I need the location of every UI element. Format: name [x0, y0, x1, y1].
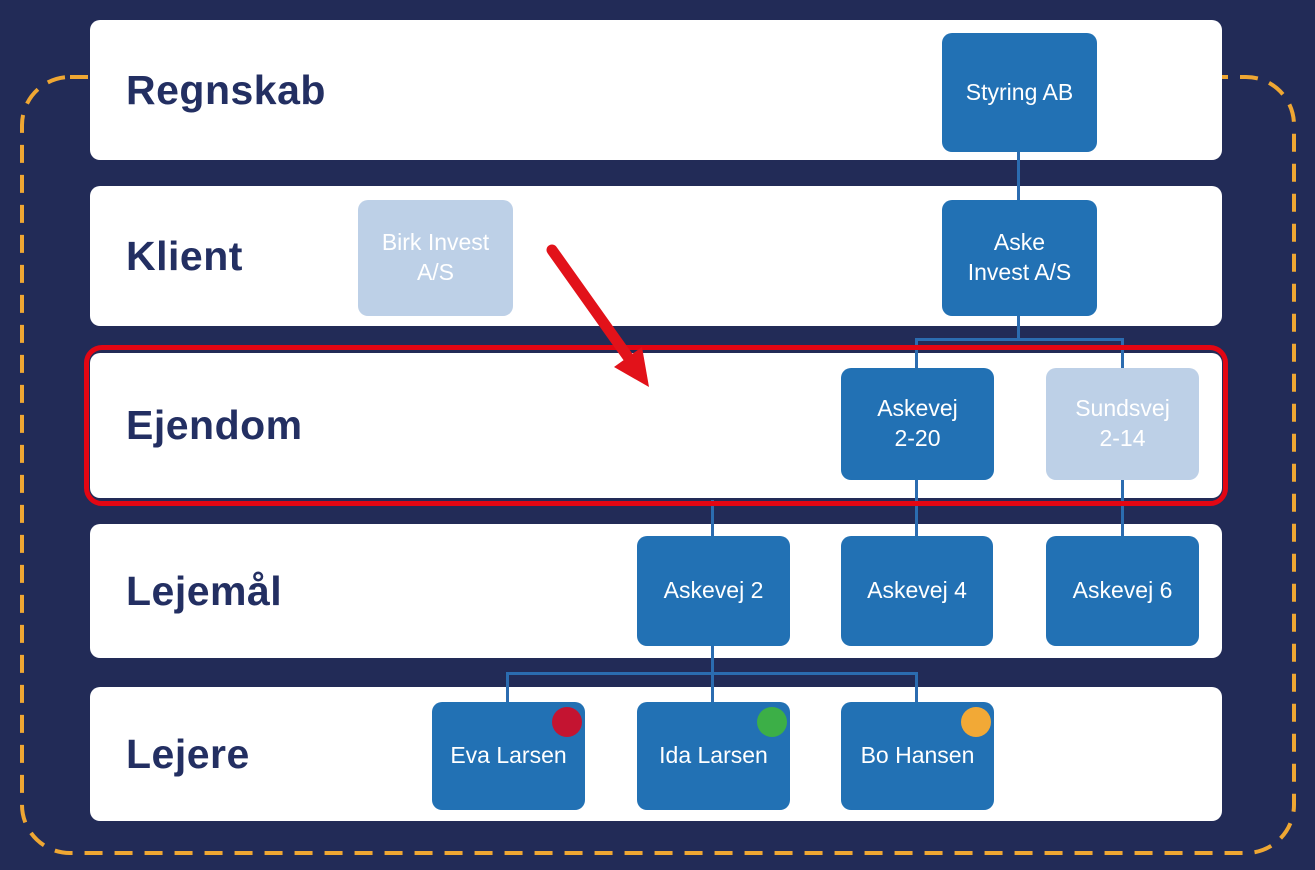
- connector-line: [915, 672, 918, 704]
- node-askevej-6: Askevej 6: [1046, 536, 1199, 646]
- row-label: Lejemål: [126, 567, 283, 614]
- node-askevej-2-20: Askevej 2-20: [841, 368, 994, 480]
- status-dot: [961, 707, 991, 737]
- connector-line: [711, 672, 714, 704]
- connector-line: [711, 643, 714, 675]
- node-eva-larsen: Eva Larsen: [432, 702, 585, 810]
- node-label: Eva Larsen: [450, 742, 567, 769]
- node-label: Styring AB: [965, 78, 1074, 105]
- node-askevej-4: Askevej 4: [841, 536, 993, 646]
- connector-line: [506, 672, 509, 704]
- row-label: Lejere: [126, 730, 250, 777]
- row-label: Klient: [126, 232, 243, 279]
- connector-line: [711, 500, 714, 538]
- node-label: Ida Larsen: [659, 742, 768, 769]
- connector-line: [915, 338, 918, 370]
- node-sundsvej-2-14: Sundsvej 2-14: [1046, 368, 1199, 480]
- connector-line: [1121, 478, 1124, 538]
- node-label: Birk Invest A/S: [381, 229, 490, 285]
- node-ida-larsen: Ida Larsen: [637, 702, 790, 810]
- status-dot: [552, 707, 582, 737]
- row-label: Ejendom: [126, 402, 303, 448]
- connector-line: [915, 478, 918, 538]
- connector-line: [915, 338, 1124, 341]
- node-label: Askevej 2: [663, 577, 764, 604]
- connector-line: [1017, 150, 1020, 203]
- node-label: Bo Hansen: [860, 742, 975, 769]
- node-label: Sundsvej 2-14: [1075, 395, 1170, 451]
- connector-line: [1017, 313, 1020, 341]
- node-label: Askevej 2-20: [877, 395, 958, 451]
- connector-line: [1121, 338, 1124, 370]
- node-styring-ab: Styring AB: [942, 33, 1097, 152]
- row-label: Regnskab: [126, 66, 326, 113]
- node-label: Aske Invest A/S: [967, 229, 1072, 285]
- status-dot: [757, 707, 787, 737]
- node-askevej-2: Askevej 2: [637, 536, 790, 646]
- node-aske-invest: Aske Invest A/S: [942, 200, 1097, 316]
- node-label: Askevej 4: [867, 577, 967, 604]
- node-birk-invest: Birk Invest A/S: [358, 200, 513, 316]
- node-label: Askevej 6: [1072, 577, 1173, 604]
- node-bo-hansen: Bo Hansen: [841, 702, 994, 810]
